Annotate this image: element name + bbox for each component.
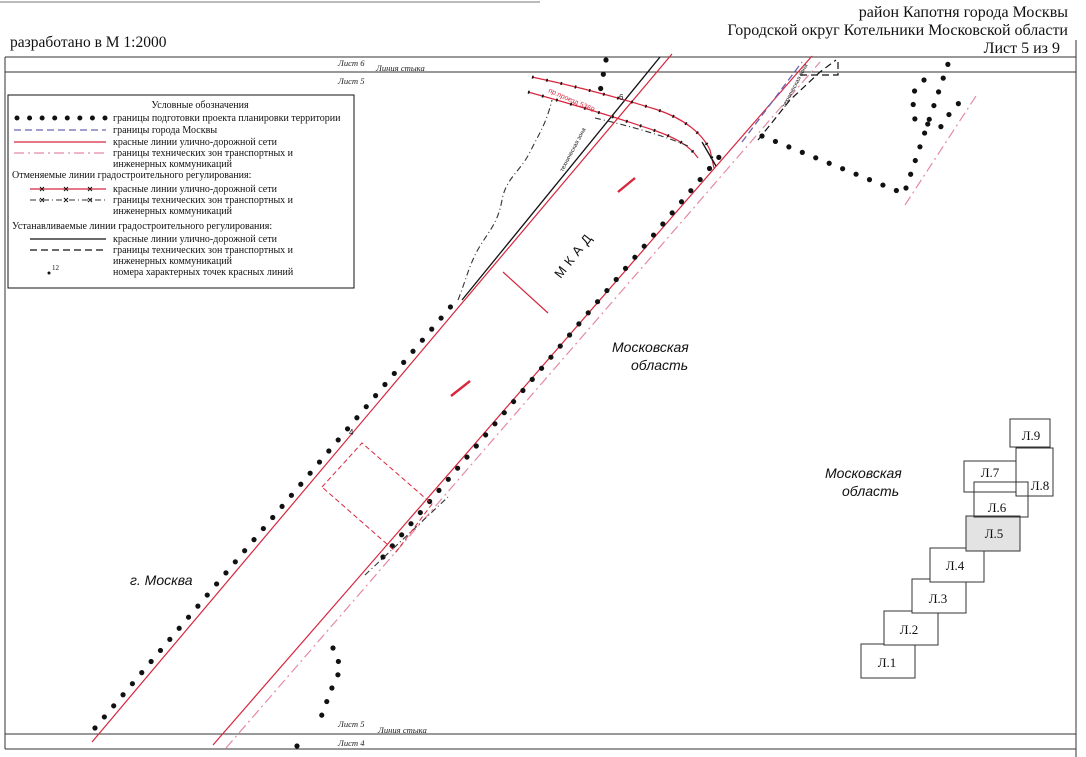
sheet-index-map: Л.1 Л.2 Л.3 Л.4 Л.5 Л.6 Л.7 Л.8 Л.9 (860, 418, 1054, 679)
established-tech-zone-top-right (757, 59, 837, 141)
header-okrug: Городской округ Котельники Московской об… (727, 22, 1068, 39)
index-sheet-label: Л.1 (878, 655, 897, 670)
legend-established-red-lines: красные линии улично-дорожной сети (113, 234, 278, 245)
legend-cancelled-tech-zones-cont: инженерных коммуникаций (113, 206, 233, 217)
cancelled-tech-zone-wavy (457, 99, 553, 301)
legend-established-tech-zones-cont: инженерных коммуникаций (113, 256, 233, 267)
index-sheet-box (860, 643, 916, 679)
cancelled-red-line-street-upper (531, 76, 715, 169)
region-label-center-line2: область (631, 357, 688, 373)
city-label-moscow: г. Москва (130, 572, 193, 588)
transverse-zone-outline (321, 442, 433, 553)
moscow-city-boundary (741, 61, 803, 143)
junction-bottom-upper-sheet: Лист 5 (337, 719, 365, 729)
cancelled-tech-zone-right (364, 496, 449, 576)
index-sheet-box (929, 547, 985, 583)
legend-cancelled-heading: Отменяемые линии градостроительного регу… (12, 170, 251, 181)
region-label-right-line1: Московская (825, 465, 902, 481)
junction-top-lower-sheet: Лист 5 (337, 76, 365, 86)
red-crossed-line-crosses (39, 186, 93, 192)
legend-tech-zones-cont: инженерных коммуникаций (113, 159, 233, 170)
index-sheet-label: Л.9 (1022, 428, 1041, 443)
index-sheet-label: Л.3 (929, 591, 948, 606)
red-marker-upper (617, 177, 636, 193)
legend-red-lines: красные линии улично-дорожной сети (113, 137, 278, 148)
legend: Условные обозначения границы подготовки … (7, 94, 355, 289)
dark-crossed-line-crosses (39, 197, 93, 203)
cancelled-red-line-street-lower (527, 91, 699, 159)
index-sheet-label: Л.4 (946, 558, 965, 573)
legend-box (7, 94, 355, 289)
index-sheet-box (911, 578, 967, 614)
header-sheet-counter: Лист 5 из 9 (984, 40, 1060, 57)
planning-boundary-bottom-dots (317, 645, 344, 723)
junction-top-upper-sheet: Лист 6 (337, 58, 365, 68)
legend-tech-zones: границы технических зон транспортных и (113, 148, 294, 159)
index-sheet-label: Л.5 (985, 526, 1004, 541)
index-sheet-label: Л.6 (988, 500, 1007, 515)
cancelled-tech-zone-street (594, 117, 689, 147)
header-scale-note: разработано в М 1:2000 (10, 34, 167, 51)
index-sheet-box (1009, 418, 1051, 448)
header-district: район Капотня города Москвы (859, 4, 1068, 21)
legend-title: Условные обозначения (151, 100, 249, 111)
junction-bottom-line-label: Линия стыка (377, 725, 427, 735)
index-sheet-label: Л.8 (1031, 478, 1050, 493)
map-drawing (91, 53, 977, 749)
legend-planning-boundary: границы подготовки проекта планировки те… (113, 113, 341, 124)
legend-point-number-sample: 12 (52, 264, 60, 272)
red-marker-lower (450, 380, 471, 397)
index-sheet-box (973, 481, 1029, 518)
legend-established-heading: Устанавливаемые линии градостроительного… (12, 221, 272, 232)
junction-top-line-label: Линия стыка (375, 63, 425, 73)
planning-boundary-top-dots (597, 57, 609, 95)
index-sheet-box (1015, 447, 1054, 497)
red-line-left (91, 53, 673, 743)
planning-boundary-right-dots (380, 153, 723, 560)
legend-cancelled-red-lines: красные линии улично-дорожной сети (113, 184, 278, 195)
point-number-icon (47, 271, 51, 275)
index-sheet-box (965, 515, 1021, 552)
street-label: пр.проезд 5369 (547, 87, 595, 114)
planning-boundary-east-cluster-dots (909, 77, 965, 132)
direction-tick (701, 141, 717, 167)
region-label-right-line2: область (842, 483, 899, 499)
index-sheet-label: Л.7 (981, 465, 1000, 480)
legend-cancelled-tech-zones: границы технических зон транспортных и (113, 195, 294, 206)
road-label-mkad: МКАД (551, 227, 597, 281)
region-label-center-line1: Московская (612, 339, 689, 355)
legend-moscow-boundary: границы города Москвы (113, 125, 217, 136)
cancelled-red-line-street-lower-marks (527, 90, 700, 159)
established-red-line-black (461, 56, 661, 301)
legend-established-tech-zones: границы технических зон транспортных и (113, 245, 294, 256)
tech-zone-far-right-pink (904, 95, 977, 206)
junction-bottom-lower-sheet: Лист 4 (337, 738, 365, 748)
index-sheet-box (883, 610, 939, 646)
legend-point-numbers: номера характерных точек красных линий (113, 267, 294, 278)
index-sheet-label: Л.2 (900, 622, 919, 637)
point-number-6: 6 (619, 93, 624, 102)
transverse-red-line (502, 271, 549, 314)
planning-boundary-left-dots (92, 295, 461, 731)
planning-boundary-bottom-dot (294, 743, 300, 749)
planning-boundary-east-dots (759, 133, 903, 195)
established-tech-zone-top-box (800, 58, 839, 76)
point-number-4: 4 (349, 428, 354, 437)
